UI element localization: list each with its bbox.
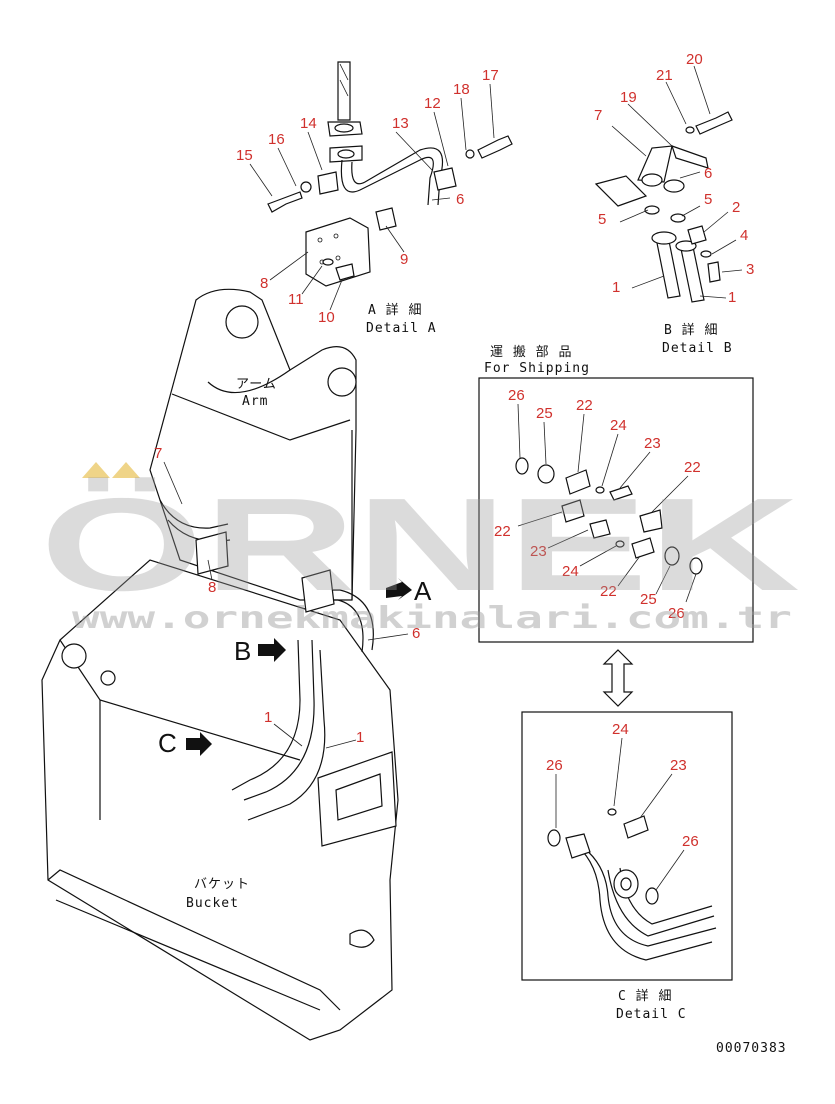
- part-number: 21: [656, 67, 673, 84]
- part-number: 20: [686, 51, 703, 68]
- arm-bucket-assembly: A B C アーム Arm バケット Bucket 7 8 6 1 1: [41, 288, 432, 1041]
- detail-c: 24 26 23 26 C 詳 細 Detail C: [521, 711, 733, 1022]
- part-number: 14: [300, 115, 317, 132]
- part-number: 8: [260, 275, 268, 292]
- part-number: 26: [546, 757, 563, 774]
- part-number: 17: [482, 67, 499, 84]
- shipping-title-jp: 運 搬 部 品: [490, 345, 572, 360]
- part-number: 6: [412, 625, 420, 642]
- detail-c-box: [521, 711, 733, 981]
- watermark-accent-icon: [82, 462, 110, 478]
- part-number: 4: [740, 227, 748, 244]
- part-number: 23: [670, 757, 687, 774]
- part-number: 22: [600, 583, 617, 600]
- view-marker-b: B: [234, 636, 251, 666]
- part-number: 22: [576, 397, 593, 414]
- part-number: 25: [640, 591, 657, 608]
- watermark-accent-icon: [112, 462, 140, 478]
- detail-a: 17 18 12 14 16 13 15 6 9 8 11 10 A 詳 細 D…: [236, 61, 513, 336]
- watermark-brand: ÖRNEK: [40, 471, 800, 618]
- detail-b: 20 21 19 7 6 5 5 2 4 3 1 1 B 詳 細 Detail …: [594, 51, 754, 356]
- detail-c-title-jp: C 詳 細: [618, 988, 672, 1004]
- part-number: 22: [684, 459, 701, 476]
- detail-c-title-en: Detail C: [616, 1007, 687, 1022]
- view-marker-c: C: [158, 728, 177, 758]
- detail-b-title-jp: B 詳 細: [664, 322, 718, 338]
- part-number: 7: [154, 445, 162, 462]
- part-number: 9: [400, 251, 408, 268]
- part-number: 24: [612, 721, 629, 738]
- watermark-url: www.ornekmakinalari.com.tr: [72, 601, 792, 636]
- shipping-title-en: For Shipping: [484, 361, 590, 376]
- part-number: 3: [746, 261, 754, 278]
- detail-a-title-en: Detail A: [366, 321, 437, 336]
- part-number: 11: [288, 291, 304, 308]
- detail-a-title-jp: A 詳 細: [368, 302, 422, 318]
- part-number: 1: [728, 289, 736, 306]
- bucket-label-en: Bucket: [186, 896, 239, 911]
- part-number: 5: [704, 191, 712, 208]
- part-number: 1: [612, 279, 620, 296]
- arm-label-en: Arm: [242, 394, 268, 409]
- part-number: 23: [530, 543, 547, 560]
- part-number: 23: [644, 435, 661, 452]
- part-number: 26: [682, 833, 699, 850]
- detail-b-title-en: Detail B: [662, 341, 733, 356]
- arm-label-jp: アーム: [236, 377, 277, 392]
- part-number: 19: [620, 89, 637, 106]
- part-number: 12: [424, 95, 441, 112]
- double-arrow-icon: [602, 649, 634, 707]
- part-number: 6: [456, 191, 464, 208]
- shipping-box: [478, 377, 754, 643]
- part-number: 1: [356, 729, 364, 746]
- watermark: ÖRNEK www.ornekmakinalari.com.tr: [40, 462, 800, 636]
- part-number: 13: [392, 115, 409, 132]
- part-number: 24: [610, 417, 627, 434]
- part-number: 22: [494, 523, 511, 540]
- part-number: 18: [453, 81, 470, 98]
- part-number: 24: [562, 563, 579, 580]
- view-marker-a: A: [414, 576, 432, 606]
- part-number: 16: [268, 131, 285, 148]
- part-number: 25: [536, 405, 553, 422]
- part-number: 15: [236, 147, 253, 164]
- drawing-number: 00070383: [716, 1041, 787, 1056]
- for-shipping-panel: 運 搬 部 品 For Shipping 26 25 22 24 23 2: [478, 345, 754, 643]
- part-number: 6: [704, 165, 712, 182]
- bucket-label-jp: バケット: [194, 877, 250, 892]
- part-number: 26: [508, 387, 525, 404]
- part-number: 5: [598, 211, 606, 228]
- part-number: 7: [594, 107, 602, 124]
- part-number: 8: [208, 579, 216, 596]
- part-number: 26: [668, 605, 685, 622]
- part-number: 10: [318, 309, 335, 326]
- part-number: 2: [732, 199, 740, 216]
- part-number: 1: [264, 709, 272, 726]
